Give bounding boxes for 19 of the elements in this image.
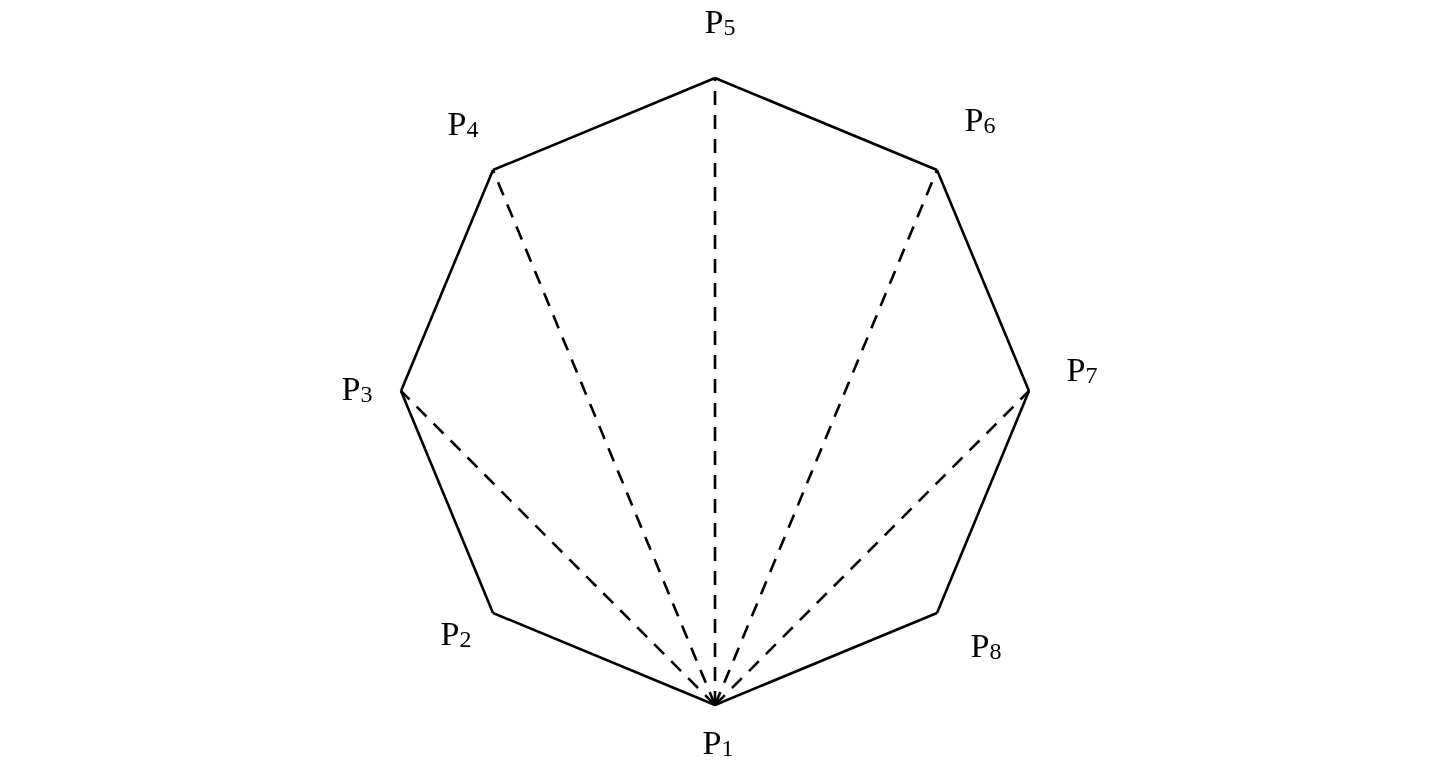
polygon-side xyxy=(935,169,1031,392)
diagonal-line xyxy=(400,390,716,706)
diagonal-line xyxy=(714,390,1030,706)
polygon-side xyxy=(492,76,716,172)
vertex-label: P$_{8}$ xyxy=(970,627,1002,669)
vertex-label: P$_{2}$ xyxy=(440,615,472,657)
vertex-label: P$_{4}$ xyxy=(447,105,479,147)
diagonal-line xyxy=(713,78,717,705)
vertex-label: P$_{1}$ xyxy=(702,724,734,766)
polygon-side xyxy=(714,611,938,707)
polygon-side xyxy=(399,390,495,614)
polygon-side xyxy=(935,390,1031,614)
polygon-side xyxy=(492,611,716,707)
vertex-label: P$_{6}$ xyxy=(964,101,996,143)
polygon-side xyxy=(399,169,495,392)
polygon-side xyxy=(714,76,938,172)
vertex-label: P$_{3}$ xyxy=(341,370,373,412)
vertex-label: P$_{5}$ xyxy=(704,3,736,45)
vertex-label: P$_{7}$ xyxy=(1066,351,1098,393)
